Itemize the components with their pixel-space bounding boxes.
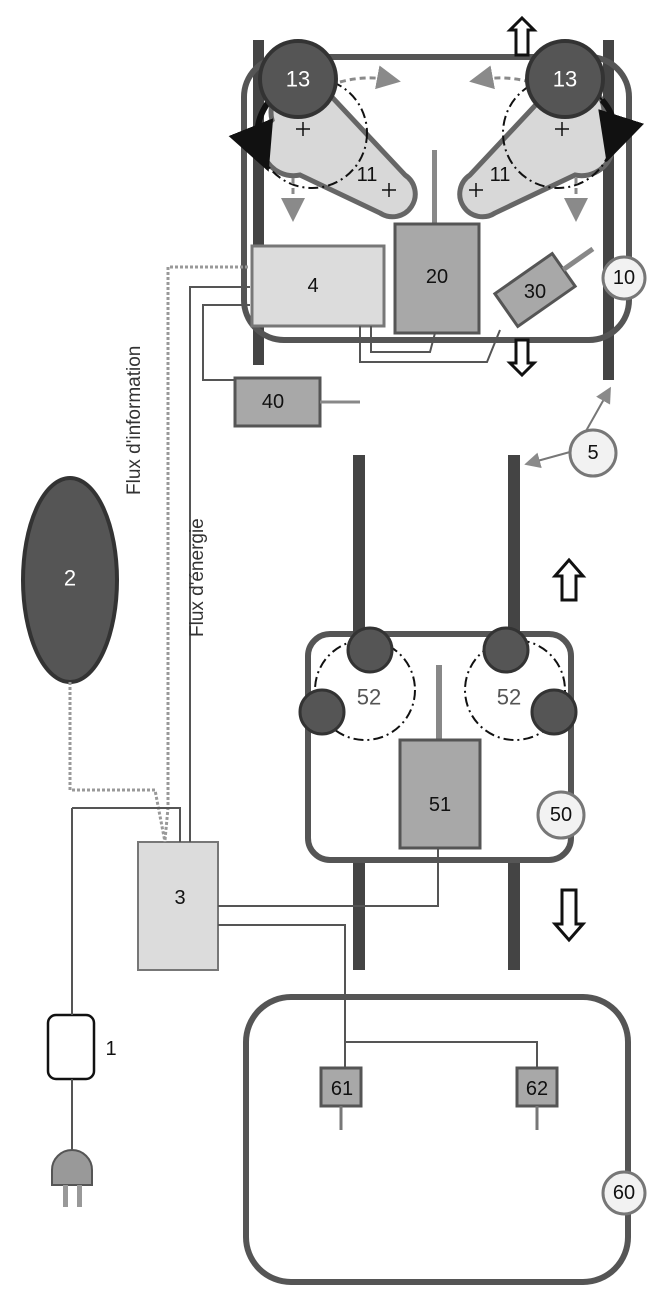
label-box-61: 61 bbox=[331, 1078, 353, 1100]
rotation-arrow-right bbox=[598, 97, 644, 163]
label-box-51: 51 bbox=[429, 794, 451, 816]
information-wires bbox=[68, 265, 248, 843]
label-box-4: 4 bbox=[307, 275, 318, 297]
label-energy-flow: Flux d'énergie bbox=[187, 518, 208, 637]
rail-top-left bbox=[253, 40, 264, 365]
top-carriage bbox=[228, 15, 644, 380]
box-20 bbox=[393, 222, 481, 335]
top-wires bbox=[359, 326, 501, 363]
plug-1 bbox=[46, 808, 96, 1207]
wheel-top-right bbox=[482, 626, 530, 674]
pulley-left bbox=[258, 39, 338, 119]
label-plug-1: 1 bbox=[105, 1038, 116, 1060]
wheel-top-left bbox=[346, 626, 394, 674]
ref-5-leaders bbox=[524, 386, 611, 469]
label-ref-50: 50 bbox=[550, 804, 572, 826]
label-box-30: 30 bbox=[524, 281, 546, 303]
box-51 bbox=[398, 738, 482, 850]
arrow-down-top bbox=[506, 338, 538, 378]
box-40-group bbox=[233, 376, 360, 428]
bottom-frame-group bbox=[243, 994, 631, 1285]
pivot-crosses bbox=[296, 122, 569, 197]
middle-carriage bbox=[298, 455, 587, 970]
label-box-40: 40 bbox=[262, 391, 284, 413]
label-arm-left: 11 bbox=[357, 164, 378, 186]
label-information-flow: Flux d'information bbox=[124, 346, 145, 495]
wheel-side-right bbox=[530, 688, 578, 736]
box-30-group bbox=[492, 246, 595, 329]
wheel-side-left bbox=[298, 688, 346, 736]
label-ref-10: 10 bbox=[613, 267, 635, 289]
ref-circle-50 bbox=[536, 790, 586, 840]
label-box-20: 20 bbox=[426, 266, 448, 288]
label-pulley-left: 13 bbox=[286, 67, 310, 92]
label-wheel-right: 52 bbox=[497, 685, 521, 710]
label-wheel-left: 52 bbox=[357, 685, 381, 710]
box-40 bbox=[233, 376, 322, 428]
arrow-up-top bbox=[506, 15, 538, 57]
box-4 bbox=[250, 244, 386, 328]
top-frame bbox=[241, 54, 632, 343]
label-ref-5: 5 bbox=[587, 442, 598, 464]
label-arm-right: 11 bbox=[490, 164, 511, 186]
arrow-down-mid bbox=[551, 888, 587, 943]
orbit-left bbox=[256, 77, 368, 189]
pulley-right bbox=[525, 39, 605, 119]
bottom-frame bbox=[243, 994, 631, 1285]
ref-circle-10 bbox=[601, 255, 647, 301]
label-pulley-right: 13 bbox=[553, 67, 577, 92]
energy-wires bbox=[72, 286, 439, 1068]
rail-top-right bbox=[603, 40, 614, 380]
ref-circle-60 bbox=[601, 1170, 647, 1216]
arrow-up-mid bbox=[551, 557, 587, 602]
rod-20 bbox=[432, 150, 437, 225]
rod-30 bbox=[561, 246, 595, 272]
label-oval-2: 2 bbox=[64, 566, 76, 591]
label-box-62: 62 bbox=[526, 1078, 548, 1100]
label-controller-3: 3 bbox=[174, 887, 185, 909]
rod-51 bbox=[436, 665, 442, 740]
label-ref-60: 60 bbox=[613, 1182, 635, 1204]
controller-3 bbox=[137, 841, 219, 971]
